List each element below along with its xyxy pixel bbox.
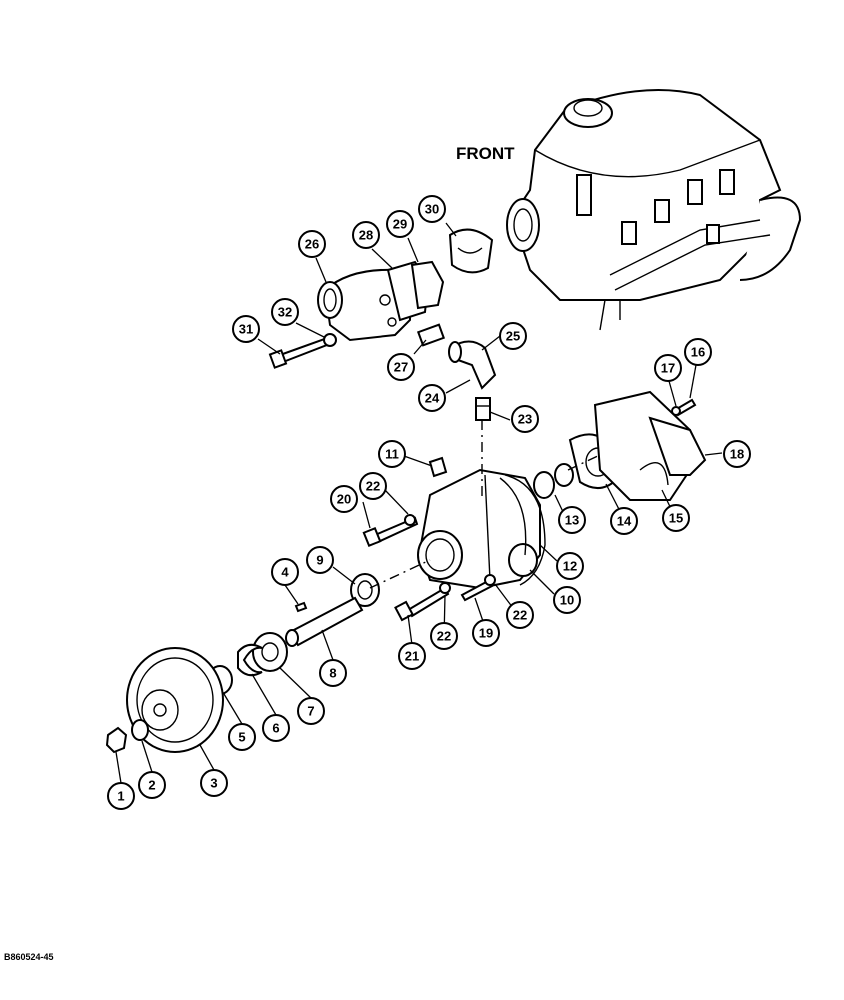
- water-pump-group: [362, 390, 707, 622]
- svg-text:26: 26: [305, 237, 319, 252]
- callout-4: 4: [271, 558, 299, 586]
- svg-text:3: 3: [210, 776, 217, 791]
- svg-text:23: 23: [518, 412, 532, 427]
- callout-30: 30: [418, 195, 446, 223]
- callout-18: 18: [723, 440, 751, 468]
- callout-2: 2: [138, 771, 166, 799]
- svg-text:22: 22: [366, 479, 380, 494]
- callout-22: 22: [359, 472, 387, 500]
- svg-text:4: 4: [281, 565, 289, 580]
- callout-28: 28: [352, 221, 380, 249]
- callout-22: 22: [506, 601, 534, 629]
- svg-text:22: 22: [437, 629, 451, 644]
- figure-code: B860524-45: [4, 952, 54, 962]
- callout-12: 12: [556, 552, 584, 580]
- svg-text:19: 19: [479, 626, 493, 641]
- callout-8: 8: [319, 659, 347, 687]
- svg-text:24: 24: [425, 391, 440, 406]
- svg-text:12: 12: [563, 559, 577, 574]
- svg-text:27: 27: [394, 360, 408, 375]
- thermostat-housing-group: [268, 228, 497, 421]
- svg-text:6: 6: [272, 721, 279, 736]
- callout-25: 25: [499, 322, 527, 350]
- callout-23: 23: [511, 405, 539, 433]
- shaft-bearing-group: [105, 573, 380, 754]
- callout-9: 9: [306, 546, 334, 574]
- svg-text:18: 18: [730, 447, 744, 462]
- callout-24: 24: [418, 384, 446, 412]
- svg-text:16: 16: [691, 345, 705, 360]
- svg-text:13: 13: [565, 513, 579, 528]
- svg-text:20: 20: [337, 492, 351, 507]
- callout-27: 27: [387, 353, 415, 381]
- svg-text:2: 2: [148, 778, 155, 793]
- callout-21: 21: [398, 642, 426, 670]
- callout-17: 17: [654, 354, 682, 382]
- svg-text:30: 30: [425, 202, 439, 217]
- svg-text:5: 5: [238, 730, 245, 745]
- svg-text:8: 8: [329, 666, 336, 681]
- svg-text:7: 7: [307, 704, 314, 719]
- callouts: 1 2 3 4 5 6 7 8 9 10 11 12 13 14 15 16 1…: [107, 195, 751, 810]
- svg-text:29: 29: [393, 217, 407, 232]
- engine-head: [506, 89, 802, 331]
- svg-text:10: 10: [560, 593, 574, 608]
- callout-32: 32: [271, 298, 299, 326]
- assembly-centerlines: [369, 420, 601, 589]
- callout-3: 3: [200, 769, 228, 797]
- callout-5: 5: [228, 723, 256, 751]
- svg-text:9: 9: [316, 553, 323, 568]
- svg-text:22: 22: [513, 608, 527, 623]
- callout-11: 11: [378, 440, 406, 468]
- callout-31: 31: [232, 315, 260, 343]
- callout-7: 7: [297, 697, 325, 725]
- callout-1: 1: [107, 782, 135, 810]
- svg-text:28: 28: [359, 228, 373, 243]
- callout-22: 22: [430, 622, 458, 650]
- svg-text:25: 25: [506, 329, 520, 344]
- svg-text:21: 21: [405, 649, 419, 664]
- svg-text:32: 32: [278, 305, 292, 320]
- svg-text:1: 1: [117, 789, 124, 804]
- callout-19: 19: [472, 619, 500, 647]
- svg-text:17: 17: [661, 361, 675, 376]
- front-label: FRONT: [456, 144, 515, 163]
- callout-20: 20: [330, 485, 358, 513]
- svg-text:14: 14: [617, 514, 632, 529]
- callout-26: 26: [298, 230, 326, 258]
- callout-6: 6: [262, 714, 290, 742]
- svg-text:15: 15: [669, 511, 683, 526]
- callout-10: 10: [553, 586, 581, 614]
- callout-29: 29: [386, 210, 414, 238]
- callout-13: 13: [558, 506, 586, 534]
- svg-text:31: 31: [239, 322, 253, 337]
- callout-15: 15: [662, 504, 690, 532]
- svg-text:11: 11: [385, 447, 399, 462]
- callout-14: 14: [610, 507, 638, 535]
- callout-16: 16: [684, 338, 712, 366]
